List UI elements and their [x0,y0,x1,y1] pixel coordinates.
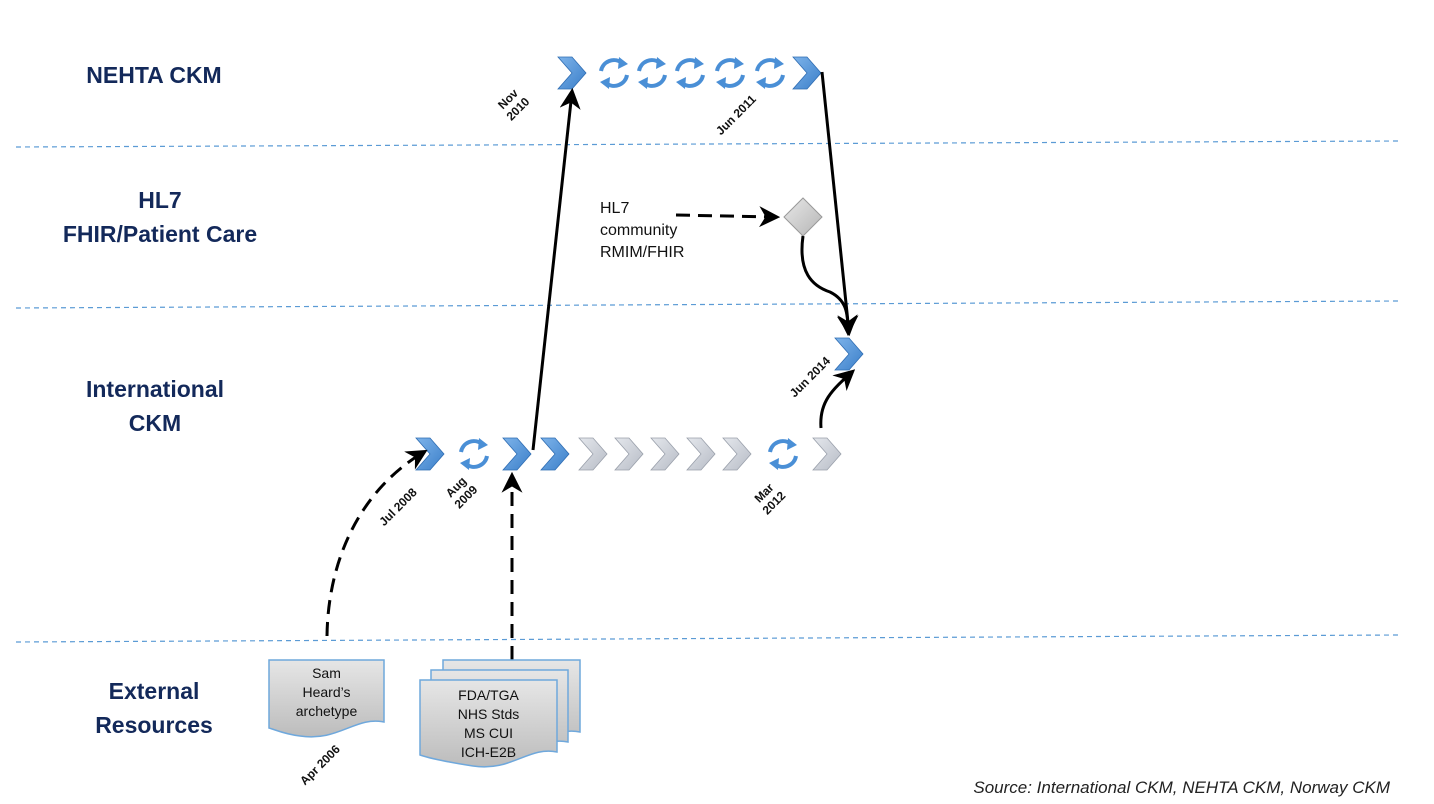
doc-line: FDA/TGA [458,687,519,703]
doc-line: ICH-E2B [460,744,517,760]
intl-cycle-icon [458,436,490,472]
connector-sam-to-jul2008 [325,449,428,637]
lane-title-nehta: NEHTA CKM [48,58,260,92]
stds-document-front [419,679,558,768]
intl-chevron [540,437,570,471]
lane-divider [15,300,1399,309]
doc-line: MS CUI [464,725,513,741]
nehta-cycle-icon [636,55,668,91]
hl7-diamond [783,197,823,237]
intl-grey-chevron [650,437,680,471]
hl7-community-label: HL7 community RMIM/FHIR [600,198,684,264]
intl-grey-chevron [722,437,752,471]
intl-cycle-icon [767,436,799,472]
doc-line: archetype [295,703,358,719]
lane-title-line: FHIR/Patient Care [62,221,258,247]
intl-grey-chevron [686,437,716,471]
intl-grey-chevron [614,437,644,471]
stds-document-text: FDA/TGA NHS Stds MS CUI ICH-E2B [420,686,557,762]
nehta-cycle-icon [674,55,706,91]
lane-title-international: International CKM [40,372,270,440]
community-line: HL7 [600,200,630,217]
nehta-start-chevron [557,56,587,90]
intl-grey-chevron [578,437,608,471]
sam-archetype-text: Sam Heard’s archetype [269,664,384,721]
lane-title-line: CKM [128,410,182,436]
lane-title-line: NEHTA CKM [86,62,222,88]
intl-grey-chevron [812,437,842,471]
community-line: community [600,222,678,239]
lane-title-hl7: HL7 FHIR/Patient Care [40,183,280,251]
lane-divider [15,634,1399,643]
doc-line: Sam [312,665,341,681]
doc-line: Heard’s [302,684,351,700]
connector-mar2012-to-jun2014 [819,369,856,429]
doc-line: NHS Stds [457,706,520,722]
source-note: Source: International CKM, NEHTA CKM, No… [973,778,1390,797]
lane-title-line: HL7 [138,187,182,213]
connector-hl7-community-to-diamond [675,206,781,228]
intl-chevron [502,437,532,471]
connector-aug2009-to-nov2010 [531,87,581,451]
connector-nehta-to-intl [820,71,858,337]
lane-title-line: Resources [95,712,213,738]
lane-title-line: International [85,376,224,402]
nehta-cycle-icon [598,55,630,91]
sam-archetype-document [268,659,385,738]
community-line: RMIM/FHIR [600,244,685,261]
lane-title-line: External [108,678,200,704]
intl-start-chevron [415,437,445,471]
nehta-end-chevron [792,56,822,90]
lane-title-external: External Resources [40,674,268,742]
connector-hl7-to-intl [800,235,859,337]
nehta-cycle-icon [714,55,746,91]
